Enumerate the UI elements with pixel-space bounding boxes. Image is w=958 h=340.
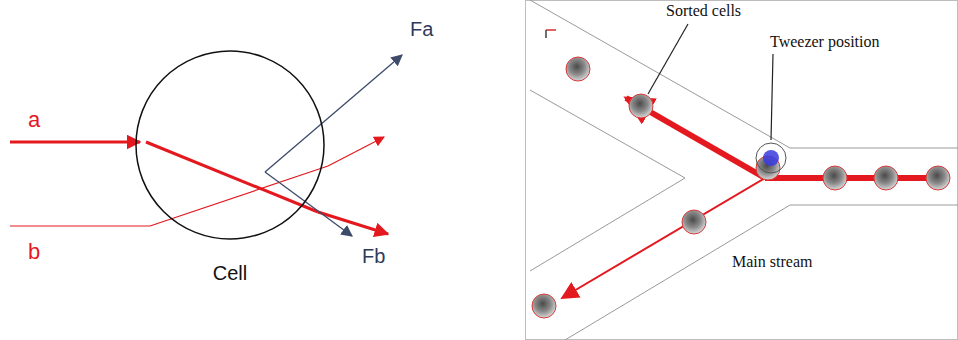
force-label: Fa	[410, 18, 433, 40]
callout-label: Sorted cells	[666, 2, 741, 20]
force-label: Fb	[362, 245, 385, 267]
ray-label: a	[28, 108, 40, 132]
cell-outline	[135, 50, 325, 240]
channel-walls	[530, 0, 958, 340]
panel-frame	[526, 1, 958, 340]
ray-b	[10, 137, 384, 226]
cell-circle: Cell	[135, 50, 325, 240]
force-arrows	[265, 55, 402, 236]
ray-label: b	[28, 240, 40, 264]
axis-icon	[546, 30, 556, 38]
flow-arrows	[562, 98, 945, 298]
callout-label: Main stream	[732, 253, 812, 271]
leader-lines	[648, 24, 773, 140]
cell-caption: Cell	[213, 262, 247, 284]
tweezer-marker	[756, 143, 786, 173]
cells	[532, 57, 950, 318]
callout-label: Tweezer position	[770, 33, 880, 51]
